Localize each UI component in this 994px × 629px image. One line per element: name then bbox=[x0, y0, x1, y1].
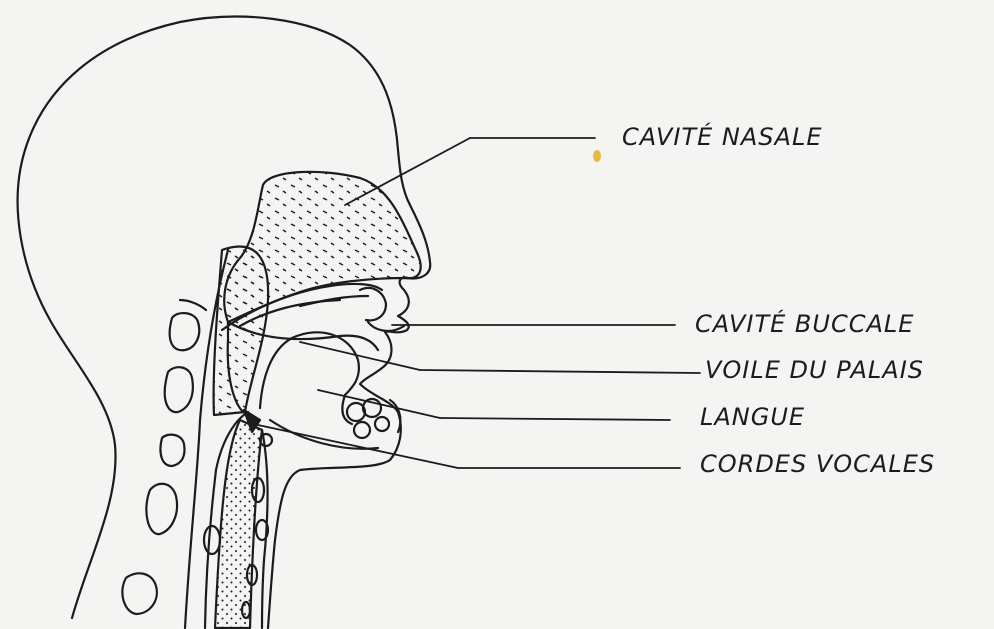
vertebrae bbox=[122, 300, 206, 614]
label-soft-palate: VOILE DU PALAIS bbox=[705, 356, 924, 384]
leader-nasal-cavity bbox=[345, 138, 470, 205]
label-nasal-cavity: CAVITÉ NASALE bbox=[622, 122, 823, 151]
label-vocal-cords: CORDES VOCALES bbox=[700, 450, 935, 478]
label-tongue: LANGUE bbox=[700, 403, 805, 431]
label-oral-cavity: CAVITÉ BUCCALE bbox=[695, 309, 914, 338]
leader-soft-palate bbox=[300, 342, 420, 370]
paper-speck bbox=[593, 150, 601, 162]
leader-vocal-cords bbox=[258, 425, 458, 468]
